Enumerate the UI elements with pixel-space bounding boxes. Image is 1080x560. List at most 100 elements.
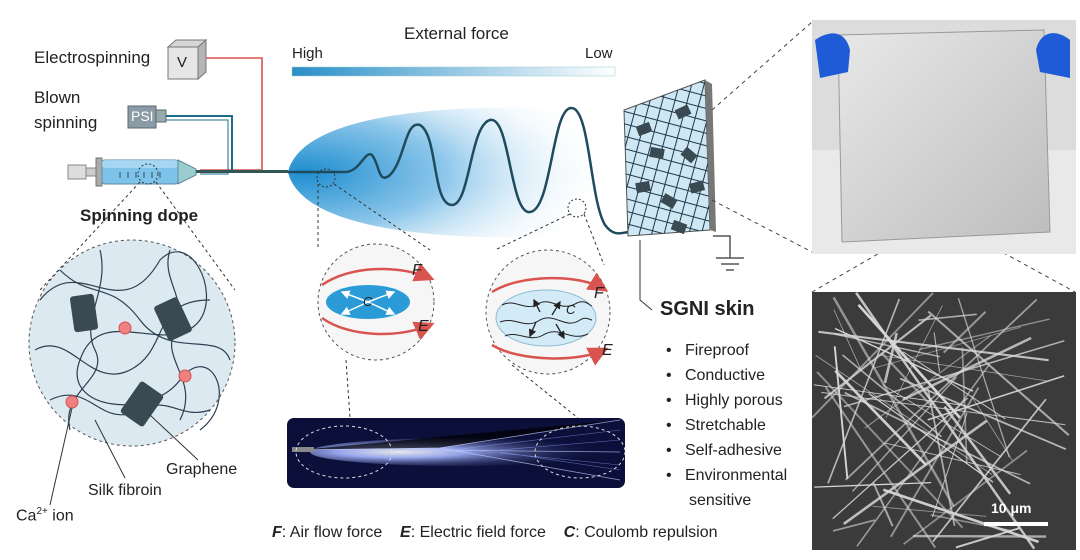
sem-fiber [852,376,957,492]
force-f-right: F [594,285,604,302]
sem-fiber [832,397,969,520]
sem-fiber [885,305,943,419]
bullet: • [666,342,672,359]
skin-property: • Environmental [666,463,787,488]
sem-fiber [844,298,1038,481]
sem-fiber [932,398,1047,543]
blown-label: Blown [34,88,81,107]
sem-fiber [883,332,898,384]
sem-fiber [927,389,956,526]
sem-fiber [814,481,932,488]
skin-property-text: Environmental [684,467,788,484]
sem-fiber [918,313,977,321]
sem-fiber [857,304,961,419]
sem-fiber [942,311,987,354]
sem-fiber [899,377,1067,451]
jet-photo [287,418,626,488]
coulomb-zoom-circle [485,249,611,375]
legend-item: C: Coulomb repulsion [564,524,718,541]
legend-symbol: C [563,524,576,541]
sem-image [811,292,1076,550]
high-label: High [292,45,323,62]
legend-text: : Air flow force [281,524,383,541]
force-c-right: C [566,302,576,317]
graphene-sheet [120,381,164,427]
sem-fiber [890,387,980,538]
sem-fiber [824,386,937,549]
force-e-left: E [418,318,429,335]
legend-symbol: E [400,524,411,541]
ground-icon [713,235,744,271]
sem-fiber [955,527,1021,549]
ca-ion [65,395,79,409]
sem-fiber [930,514,1012,532]
electrospinning-label: Electrospinning [34,48,151,67]
bullet: • [666,392,672,409]
spinning-label: spinning [34,113,98,132]
sem-fiber [912,534,1047,538]
jet-plume [288,107,615,238]
legend-text: : Electric field force [410,524,546,541]
bullet: • [666,367,672,384]
legend-item: E: Electric field force [400,524,546,541]
sem-fiber [816,371,964,529]
skin-collector [623,79,716,237]
ca-ion-rest: ion [47,507,74,525]
skin-property: • Fireproof [666,338,787,363]
low-label: Low [585,45,613,62]
voltage-box [166,38,208,81]
graphene-sheet [69,293,99,333]
sem-fiber [834,333,941,358]
legend: F: Air flow force E: Electric field forc… [272,524,718,542]
force-e-right: E [602,342,613,359]
sem-fiber [872,505,987,517]
skin-property-text: Stretchable [684,417,766,434]
skin-properties-list: • Fireproof • Conductive • Highly porous… [666,338,787,513]
skin-property-text: sensitive [689,492,752,509]
force-f-left: F [412,262,422,279]
sem-fiber [832,519,876,532]
ca-ion [178,369,192,383]
sem-fiber [933,332,941,372]
air-zoom-circle [317,243,435,361]
ca-ion-label: Ca2+ ion [16,506,74,525]
bullet: • [666,467,672,484]
graphene-sheet [154,297,192,341]
sem-fiber [855,292,1036,550]
legend-symbol: F [272,524,282,541]
ca-ion-charge: 2+ [36,506,48,517]
sem-fiber [884,442,1021,476]
skin-property-text: Highly porous [684,392,783,409]
psi-box [127,105,167,129]
spinning-dope-label: Spinning dope [80,206,199,225]
external-force-label: External force [404,24,509,43]
sem-fiber [903,449,1028,545]
graphene-label: Graphene [166,461,238,478]
sem-fiber [844,391,1031,485]
skin-property-text: Self-adhesive [684,442,782,459]
syringe [67,157,288,187]
sem-fiber [882,384,1002,458]
sem-fiber [882,488,1040,544]
sem-fiber [872,482,894,527]
skin-title: SGNI skin [660,298,755,320]
sem-fiber [872,326,1021,369]
sem-fiber [961,347,968,463]
force-c-left: C [363,294,373,309]
sem-fiber [877,354,1047,382]
skin-property: • Stretchable [666,413,787,438]
ca-ion-base: Ca [16,507,37,525]
skin-property-text: Conductive [684,367,765,384]
sem-fiber [943,405,1012,495]
bullet: • [666,417,672,434]
sem-fiber [827,298,901,484]
sem-fiber [902,351,1006,420]
psi-label: PSI [131,108,154,124]
dope-zoom-circle [28,239,236,447]
sem-fiber [918,318,1050,351]
sem-fiber [811,292,934,419]
ca-ion [118,321,132,335]
silk-fibroin-label: Silk fibroin [88,482,162,499]
bullet: • [666,442,672,459]
